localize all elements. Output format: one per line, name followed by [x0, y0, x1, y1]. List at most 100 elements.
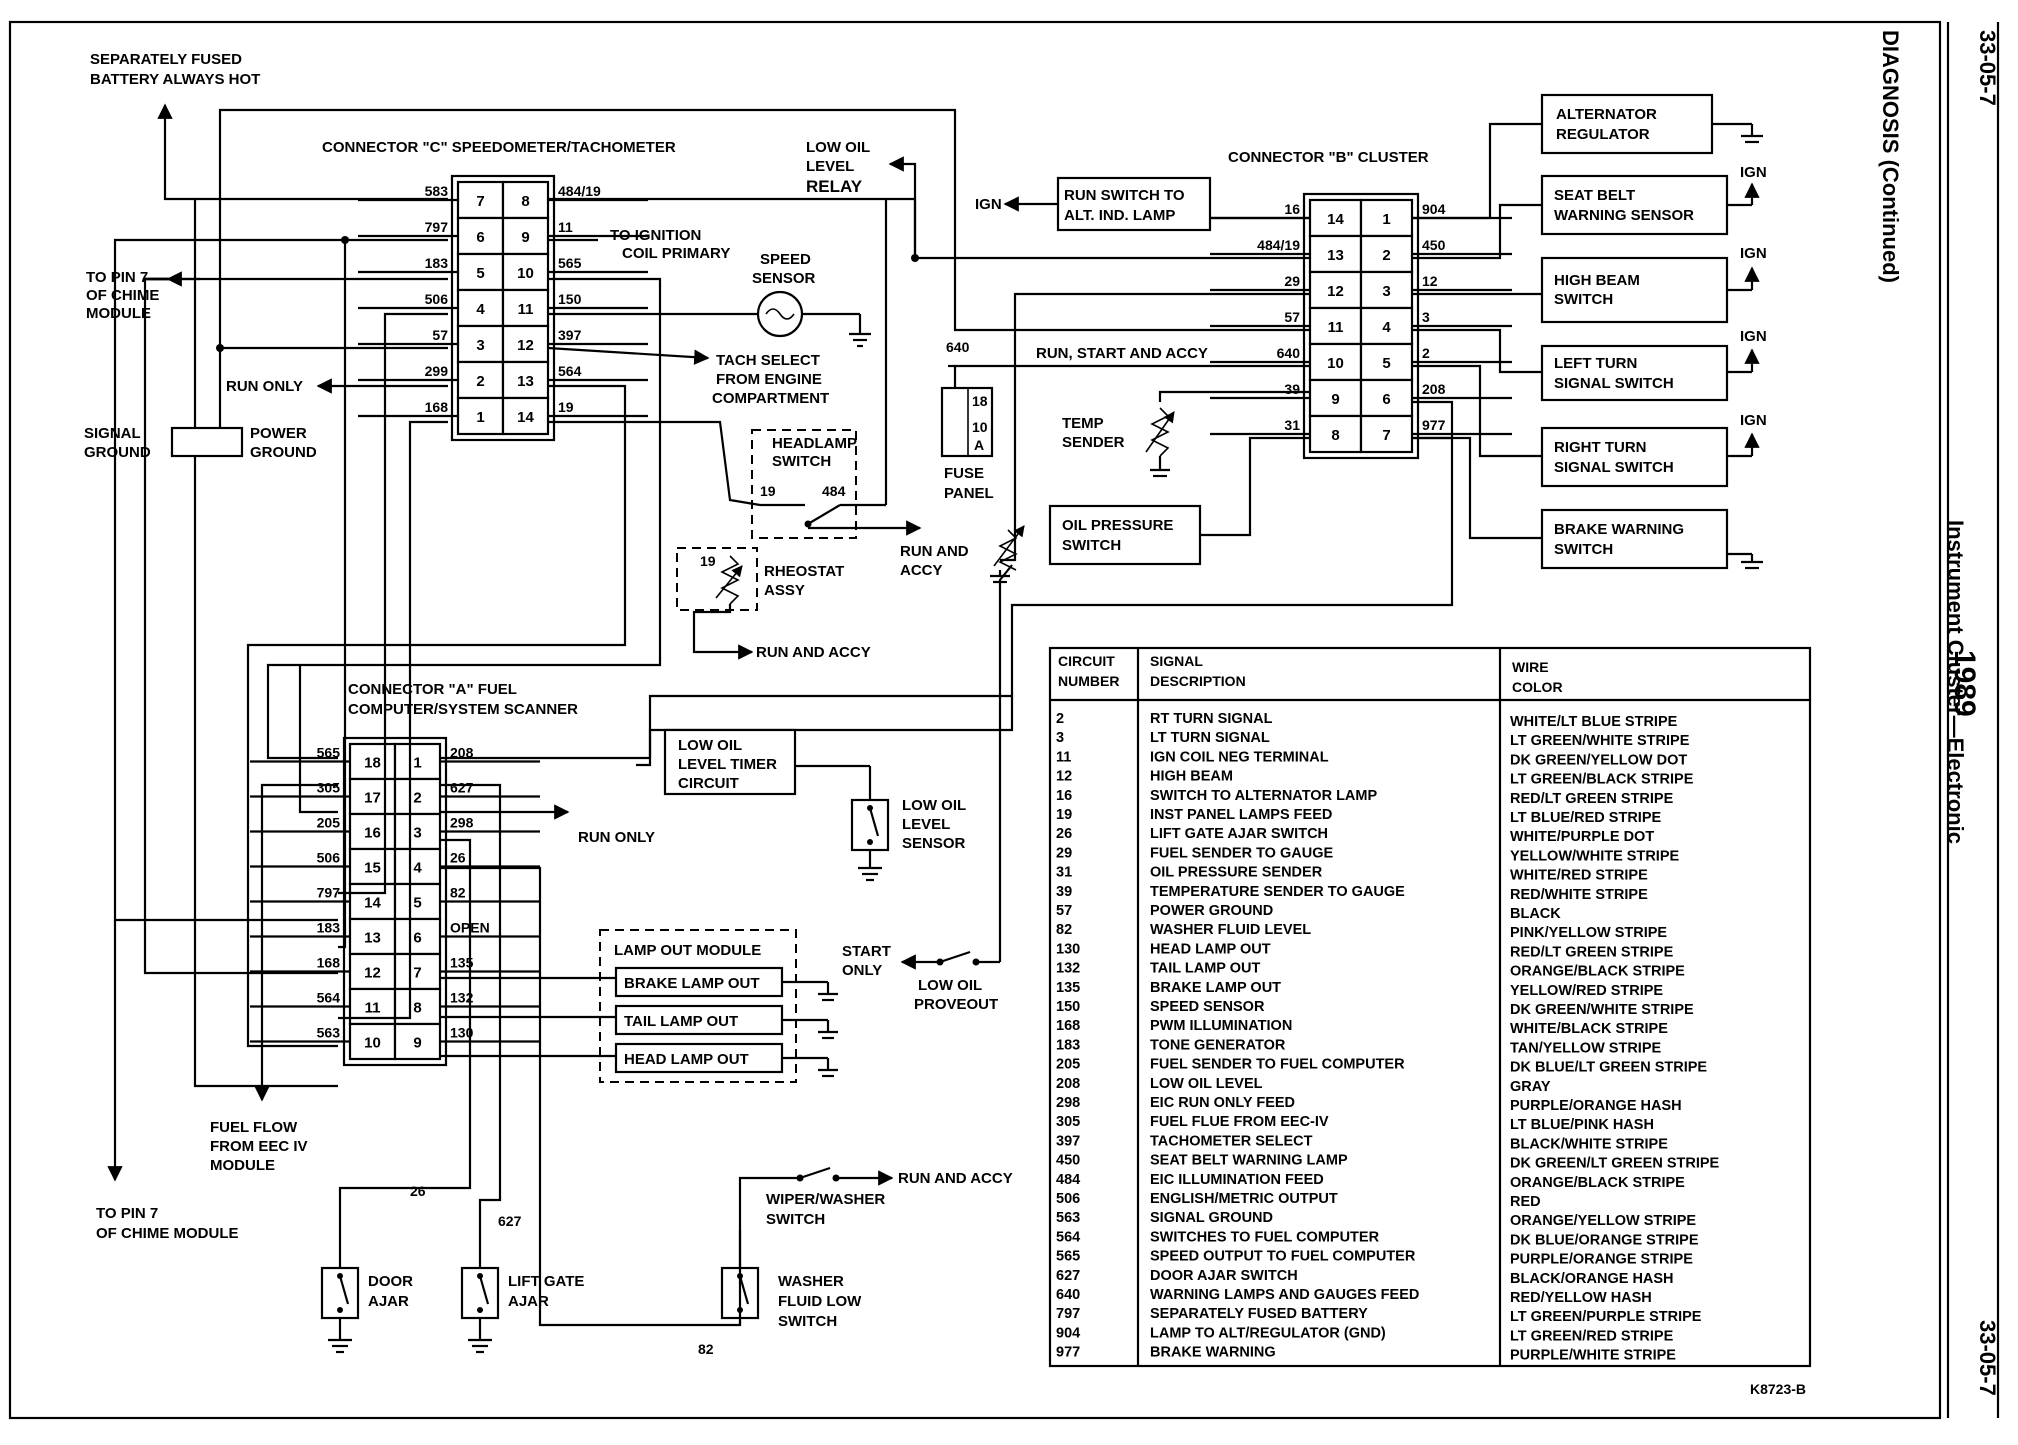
table-description: OIL PRESSURE SENDER	[1150, 865, 1323, 881]
table-wire-color: ORANGE/BLACK STRIPE	[1510, 964, 1685, 980]
connector-c-wire-label: 397	[558, 327, 582, 343]
temp-sender-symbol	[1145, 390, 1310, 478]
wiper-label-2: SWITCH	[766, 1211, 825, 1228]
table-circuit: 16	[1056, 788, 1072, 804]
high-beam-label-2: SWITCH	[1554, 291, 1613, 308]
connector-b-wire-label: 450	[1422, 237, 1446, 253]
table-circuit: 183	[1056, 1037, 1080, 1053]
table-wire-color: LT BLUE/PINK HASH	[1510, 1117, 1654, 1133]
to-pin7-label-2: OF CHIME	[86, 287, 159, 304]
connector-c-wire-label: 299	[425, 363, 449, 379]
table-wire-color: WHITE/LT BLUE STRIPE	[1510, 714, 1678, 730]
connector-a-cell	[348, 917, 397, 956]
connector-a-title-1: CONNECTOR "A" FUEL	[348, 681, 517, 698]
connector-a-pin: 3	[413, 825, 421, 842]
connector-b-cell	[1308, 198, 1363, 238]
wire-26-label: 26	[410, 1183, 426, 1199]
oil-pressure-gauge-symbol	[990, 525, 1025, 584]
power-ground-label-1: POWER	[250, 425, 307, 442]
connector-c-pin: 3	[476, 337, 484, 354]
rheostat-label-2: ASSY	[764, 582, 805, 599]
to-pin7-bottom-label-2: OF CHIME MODULE	[96, 1225, 239, 1242]
connector-a-pin: 16	[364, 825, 381, 842]
sep-fused-label-1: SEPARATELY FUSED	[90, 51, 242, 68]
connector-b-pin: 12	[1327, 283, 1344, 300]
wires-connector-a	[107, 564, 1013, 1327]
brake-lamp-out-box: BRAKE LAMP OUT	[614, 966, 828, 998]
table-wire-color: DK BLUE/ORANGE STRIPE	[1510, 1232, 1699, 1248]
table-circuit: 39	[1056, 884, 1072, 900]
run-only-a-label: RUN ONLY	[578, 829, 655, 846]
tach-select-label-2: FROM ENGINE	[716, 371, 822, 388]
table-wire-color: DK GREEN/LT GREEN STRIPE	[1510, 1156, 1720, 1172]
table-description: WASHER FLUID LEVEL	[1150, 922, 1311, 938]
table-wire-color: PURPLE/ORANGE STRIPE	[1510, 1252, 1693, 1268]
power-ground-label-2: GROUND	[250, 444, 317, 461]
connector-c-pin: 5	[476, 265, 484, 282]
sep-fused-label-2: BATTERY ALWAYS HOT	[90, 71, 260, 88]
signal-ground-label-2: GROUND	[84, 444, 151, 461]
connector-b-pin: 6	[1382, 391, 1390, 408]
wire-640-label: 640	[946, 339, 970, 355]
table-description: BRAKE WARNING	[1150, 1345, 1276, 1361]
right-turn-box	[1540, 426, 1729, 488]
connector-b-pin: 8	[1331, 427, 1339, 444]
low-oil-relay-label-2: LEVEL	[806, 158, 854, 175]
low-oil-relay-label-3: RELAY	[806, 177, 863, 196]
connector-a-wire-label: 506	[317, 850, 341, 866]
connector-b-pin: 7	[1382, 427, 1390, 444]
table-description: TEMPERATURE SENDER TO GAUGE	[1150, 884, 1405, 900]
connector-a-wire-label: 130	[450, 1025, 474, 1041]
wire-82-label: 82	[698, 1341, 714, 1357]
table-wire-color: LT BLUE/RED STRIPE	[1510, 810, 1662, 826]
table-description: LOW OIL LEVEL	[1150, 1076, 1263, 1092]
tail-lamp-out-box: TAIL LAMP OUT	[614, 1004, 828, 1036]
connector-c-wire-label: 11	[558, 219, 573, 235]
to-pin7-label-1: TO PIN 7	[86, 269, 148, 286]
wire-627-label: 627	[498, 1213, 522, 1229]
ign-label-r3: IGN	[1740, 328, 1767, 345]
table-description: FUEL SENDER TO GAUGE	[1150, 845, 1333, 861]
table-description: SWITCH TO ALTERNATOR LAMP	[1150, 788, 1377, 804]
connector-a-pin: 12	[364, 965, 381, 982]
low-oil-timer-label-1: LOW OIL	[678, 737, 742, 754]
fuel-flow-label-2: FROM EEC IV	[210, 1138, 308, 1155]
connector-a-wire-label: 132	[450, 990, 474, 1006]
low-oil-relay-label-1: LOW OIL	[806, 139, 870, 156]
connector-c-wire-label: 484/19	[558, 183, 601, 199]
connector-a-wire-label: 797	[317, 885, 341, 901]
connector-c-wire-label: 150	[558, 291, 582, 307]
connector-c-cell	[501, 180, 550, 220]
table-description: DOOR AJAR SWITCH	[1150, 1268, 1298, 1284]
circuit-table: CIRCUIT NUMBER SIGNAL DESCRIPTION WIRE C…	[1048, 646, 1812, 1368]
left-turn-box	[1540, 344, 1729, 402]
lift-gate-label-2: AJAR	[508, 1293, 549, 1310]
table-wire-color: ORANGE/YELLOW STRIPE	[1510, 1213, 1696, 1229]
oil-pressure-label-1: OIL PRESSURE	[1062, 517, 1173, 534]
table-description: FUEL FLUE FROM EEC-IV	[1150, 1114, 1329, 1130]
connector-c-wire-label: 564	[558, 363, 582, 379]
th-wire-2: COLOR	[1512, 679, 1563, 695]
table-circuit: 31	[1056, 865, 1072, 881]
speed-sensor-symbol	[725, 290, 871, 348]
headlamp-19: 19	[760, 483, 776, 499]
table-wire-color: WHITE/PURPLE DOT	[1510, 829, 1654, 845]
table-description: PWM ILLUMINATION	[1150, 1018, 1292, 1034]
connector-c-pin: 12	[517, 337, 534, 354]
table-circuit: 135	[1056, 980, 1080, 996]
table-wire-color: LT GREEN/PURPLE STRIPE	[1510, 1309, 1702, 1325]
table-description: RT TURN SIGNAL	[1150, 711, 1273, 727]
table-circuit: 3	[1056, 730, 1064, 746]
connector-a-pin: 13	[364, 930, 381, 947]
washer-label-3: SWITCH	[778, 1313, 837, 1330]
table-description: WARNING LAMPS AND GAUGES FEED	[1150, 1287, 1419, 1303]
connector-c-pin: 2	[476, 373, 484, 390]
rheostat-label-1: RHEOSTAT	[764, 563, 844, 580]
table-description: TACHOMETER SELECT	[1150, 1133, 1313, 1149]
connector-c-wire-label: 797	[425, 219, 449, 235]
connector-a-wire-label: 563	[317, 1025, 341, 1041]
connector-b-title: CONNECTOR "B" CLUSTER	[1228, 149, 1429, 166]
section-title: DIAGNOSIS (Continued)	[1878, 30, 1903, 283]
